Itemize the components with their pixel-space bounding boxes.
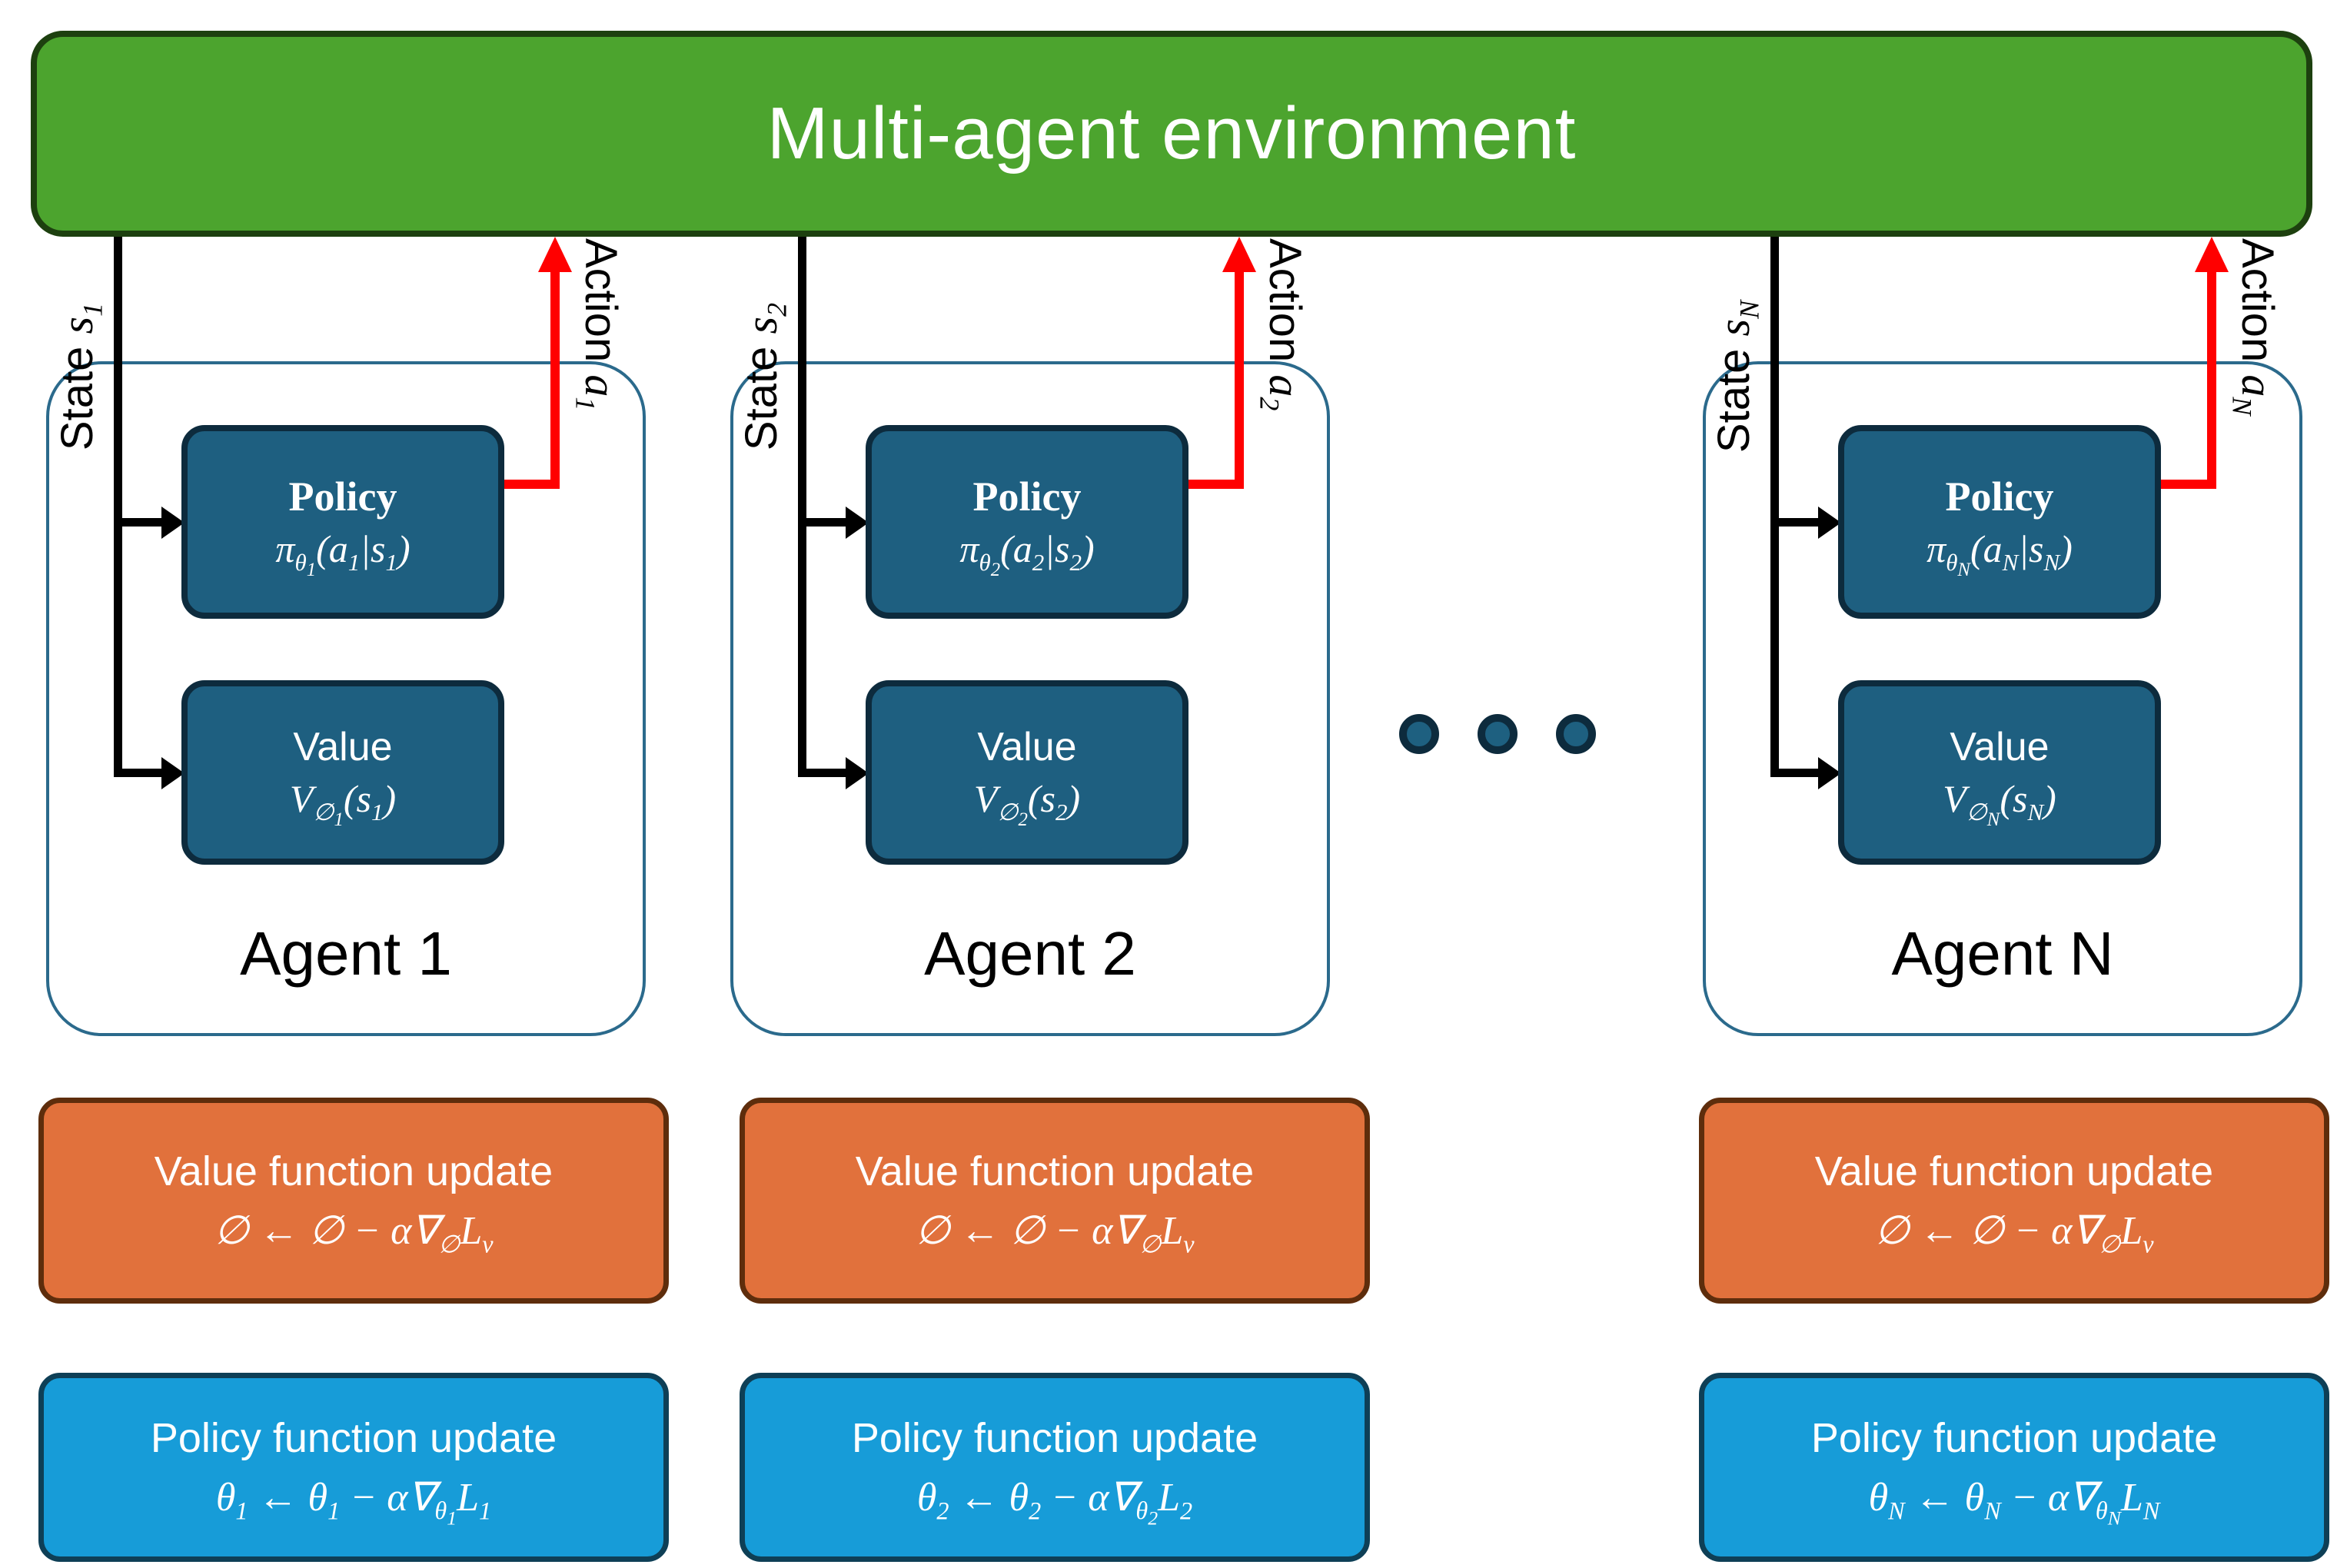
value-box: Value V∅2(s2)	[866, 680, 1188, 865]
arrowhead-into-policy-icon	[161, 507, 184, 539]
action-arrow-line	[2207, 269, 2216, 489]
value-update-box: Value function update ∅ ← ∅ − α∇∅Lv	[38, 1098, 669, 1304]
state-label: State sN	[1708, 300, 1765, 453]
ellipsis-dots	[1399, 714, 1596, 754]
action-arrow-elbow	[501, 480, 560, 489]
value-update-formula: ∅ ← ∅ − α∇∅Lv	[915, 1209, 1195, 1258]
agent-label: Agent 1	[240, 919, 452, 988]
action-label: Action a2	[1254, 238, 1311, 411]
action-label: Action a1	[570, 238, 627, 411]
agent-container	[46, 361, 646, 1036]
state-branch-to-value	[118, 769, 165, 777]
arrowhead-into-value-icon	[1818, 757, 1841, 789]
agent-label: Agent N	[1891, 919, 2114, 988]
action-arrow-elbow	[2158, 480, 2216, 489]
state-arrow-line	[114, 237, 122, 777]
value-update-formula: ∅ ← ∅ − α∇∅Lv	[214, 1209, 494, 1258]
state-branch-to-policy	[802, 518, 849, 527]
policy-formula: πθ2(a2|s2)	[959, 527, 1095, 581]
policy-update-title: Policy function update	[851, 1415, 1258, 1461]
state-arrow-line	[798, 237, 806, 777]
value-update-box: Value function update ∅ ← ∅ − α∇∅Lv	[740, 1098, 1370, 1304]
policy-title: Policy	[288, 473, 397, 520]
policy-box: Policy πθN(aN|sN)	[1838, 425, 2161, 619]
state-branch-to-policy	[1774, 518, 1822, 527]
state-arrow-line	[1770, 237, 1779, 777]
action-arrowhead-icon	[2195, 237, 2229, 272]
state-branch-to-value	[1774, 769, 1822, 777]
ellipsis-dot-icon	[1556, 714, 1596, 754]
value-update-formula: ∅ ← ∅ − α∇∅Lv	[1874, 1209, 2154, 1258]
value-title: Value	[1950, 725, 2049, 769]
action-arrow-line	[550, 269, 560, 489]
ellipsis-dot-icon	[1399, 714, 1439, 754]
value-update-box: Value function update ∅ ← ∅ − α∇∅Lv	[1699, 1098, 2329, 1304]
agent-label: Agent 2	[924, 919, 1136, 988]
state-label: State s1	[52, 302, 108, 451]
policy-box: Policy πθ2(a2|s2)	[866, 425, 1188, 619]
state-branch-to-policy	[118, 518, 165, 527]
policy-update-box: Policy function update θ2 ← θ2 − α∇θ2L2	[740, 1373, 1370, 1562]
policy-update-formula: θN ← θN − α∇θNLN	[1868, 1476, 2160, 1530]
value-formula: V∅1(s1)	[289, 777, 397, 831]
ellipsis-dot-icon	[1478, 714, 1518, 754]
arrowhead-into-policy-icon	[1818, 507, 1841, 539]
agent-container	[730, 361, 1330, 1036]
value-formula: V∅2(s2)	[973, 777, 1081, 831]
policy-box: Policy πθ1(a1|s1)	[181, 425, 504, 619]
action-arrowhead-icon	[1222, 237, 1256, 272]
state-label: State s2	[736, 302, 793, 451]
policy-update-box: Policy function update θN ← θN − α∇θNLN	[1699, 1373, 2329, 1562]
policy-update-title: Policy function update	[1810, 1415, 2218, 1461]
action-label: Action aN	[2226, 238, 2283, 416]
action-arrow-elbow	[1185, 480, 1244, 489]
agent-container	[1703, 361, 2302, 1036]
value-title: Value	[977, 725, 1077, 769]
environment-title: Multi-agent environment	[766, 92, 1577, 174]
arrowhead-into-value-icon	[161, 757, 184, 789]
value-update-title: Value function update	[154, 1148, 554, 1194]
state-branch-to-value	[802, 769, 849, 777]
environment-box: Multi-agent environment	[31, 31, 2312, 237]
policy-formula: πθN(aN|sN)	[1926, 527, 2073, 581]
arrowhead-into-value-icon	[846, 757, 869, 789]
arrowhead-into-policy-icon	[846, 507, 869, 539]
value-box: Value V∅N(sN)	[1838, 680, 2161, 865]
policy-title: Policy	[1945, 473, 2054, 520]
value-title: Value	[293, 725, 393, 769]
value-formula: V∅N(sN)	[1943, 777, 2056, 831]
policy-update-formula: θ1 ← θ1 − α∇θ1L1	[215, 1476, 492, 1530]
policy-update-formula: θ2 ← θ2 − α∇θ2L2	[916, 1476, 1193, 1530]
policy-title: Policy	[972, 473, 1082, 520]
value-update-title: Value function update	[855, 1148, 1255, 1194]
value-box: Value V∅1(s1)	[181, 680, 504, 865]
policy-update-box: Policy function update θ1 ← θ1 − α∇θ1L1	[38, 1373, 669, 1562]
action-arrow-line	[1235, 269, 1244, 489]
value-update-title: Value function update	[1814, 1148, 2214, 1194]
action-arrowhead-icon	[538, 237, 572, 272]
policy-formula: πθ1(a1|s1)	[275, 527, 411, 581]
policy-update-title: Policy function update	[150, 1415, 557, 1461]
